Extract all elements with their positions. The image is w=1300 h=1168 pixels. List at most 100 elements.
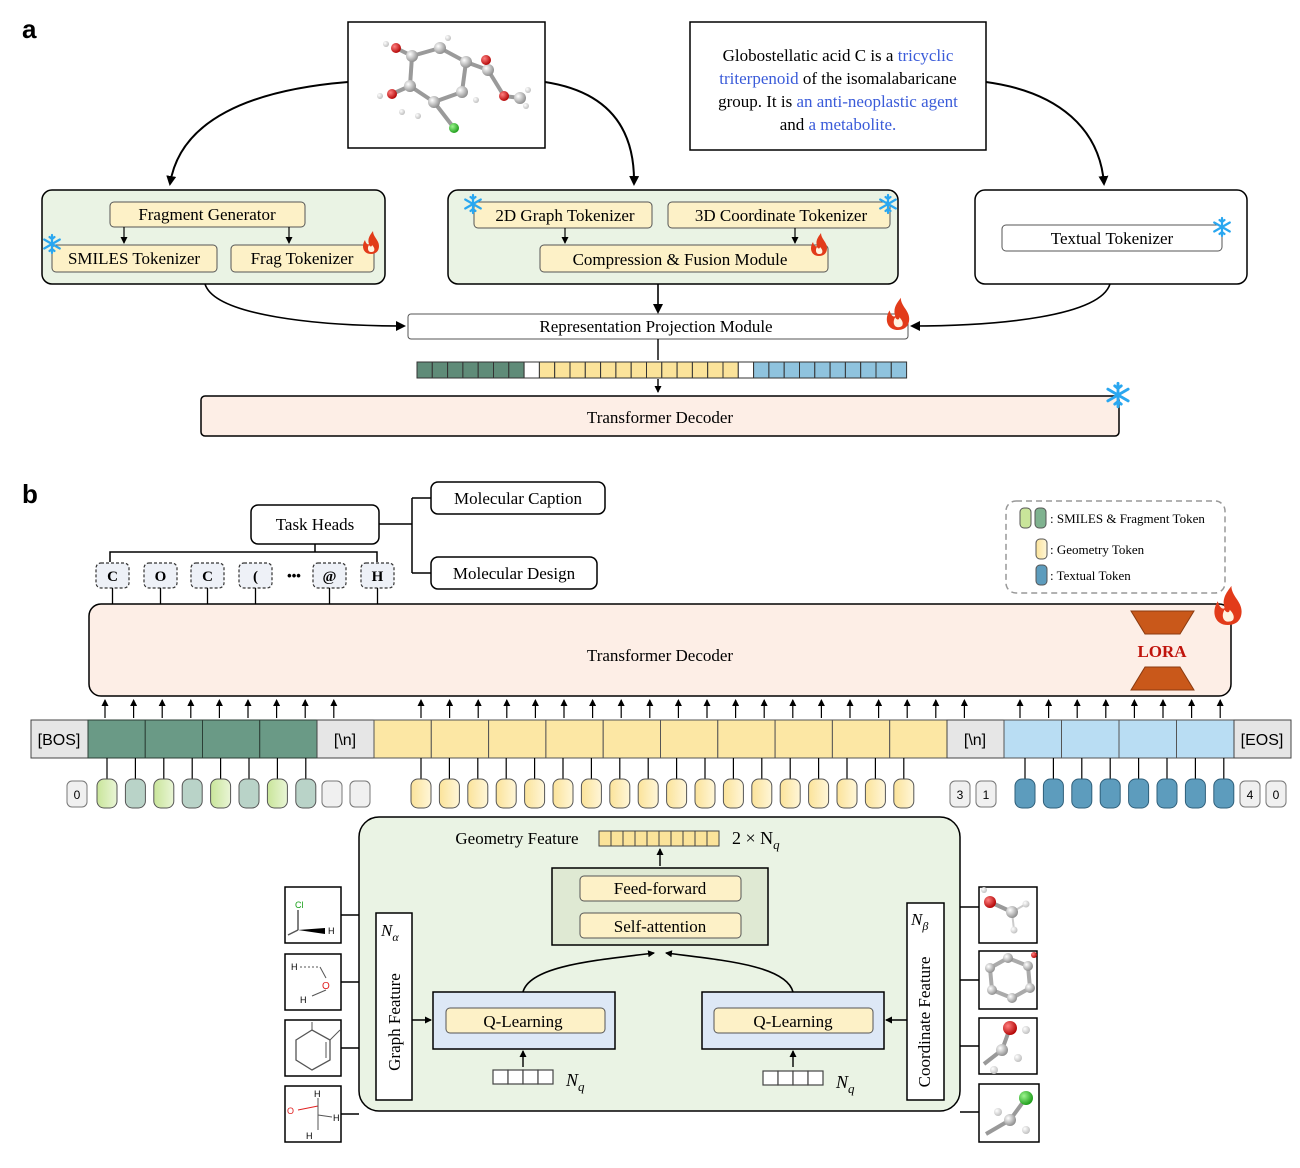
atom-label: H: [328, 926, 335, 936]
geometry-pill: [893, 778, 915, 809]
token-cell: [569, 361, 586, 379]
output-token-text: C: [107, 569, 118, 585]
geometry-feature-cell: [598, 830, 612, 847]
textual-pill: [1156, 778, 1178, 809]
token-cell: [447, 361, 464, 379]
sequence-tokenizer-group: Fragment Generator SMILES Tokenizer Frag…: [41, 189, 386, 285]
textual-pill: [1014, 778, 1036, 809]
legend-textual-label: : Textual Token: [1050, 568, 1131, 583]
frag-token-cell: [259, 719, 318, 759]
input-token-row: [BOS] [\n] [\n] [EOS]: [30, 719, 1292, 759]
query-cell: [762, 1070, 779, 1086]
panel-a-letter: a: [22, 14, 37, 44]
smiles-frag-pill: [210, 778, 232, 809]
token-cell: [538, 361, 556, 379]
coord-thumb-4: [978, 1083, 1040, 1143]
coordinate-feature-label: Coordinate Feature: [915, 957, 934, 1088]
token-cell: [722, 361, 739, 379]
geometry-feature-strip: [598, 830, 720, 847]
projection-module: Representation Projection Module: [407, 297, 910, 340]
atom-label: Cl: [295, 900, 304, 910]
token-strip: [416, 361, 908, 379]
token-cell: [799, 361, 816, 379]
graph-tokenizer-label: 2D Graph Tokenizer: [495, 206, 635, 225]
textual-pill: [1099, 778, 1121, 809]
structure-tokenizer-group: 2D Graph Tokenizer 3D Coordinate Tokeniz…: [447, 189, 899, 285]
geometry-feature-cell: [706, 830, 720, 847]
geometry-module: Geometry Feature 2 × Nq Feed-forward Sel…: [358, 816, 961, 1112]
legend-frag-swatch: [1034, 507, 1047, 529]
token-cell: [737, 361, 755, 379]
geometry-feature-cell: [694, 830, 708, 847]
geometry-pill: [495, 778, 517, 809]
token-cell: [477, 361, 495, 379]
geometry-feature-cell: [610, 830, 624, 847]
panel-b-letter: b: [22, 479, 38, 509]
geometry-pill: [666, 778, 688, 809]
token-cell: [890, 361, 908, 379]
geometry-pill: [864, 778, 886, 809]
frag-token-cell: [144, 719, 203, 759]
token-cell: [431, 361, 449, 379]
lora-adapter: LORA: [1130, 610, 1195, 691]
token-cell: [646, 361, 663, 379]
token-cell: [829, 361, 846, 379]
output-token-text: H: [372, 569, 384, 585]
geometry-token-cell: [774, 719, 833, 759]
index-token: 0: [1273, 788, 1280, 802]
transformer-decoder-a: Transformer Decoder: [200, 381, 1130, 437]
text-description-box: Globostellatic acid C is a tricyclic tri…: [689, 21, 987, 151]
task-heads: Task Heads Molecular Caption Molecular D…: [109, 481, 606, 590]
output-token-text: C: [202, 569, 213, 585]
query-cell: [522, 1069, 539, 1085]
query-cell: [777, 1070, 794, 1086]
trainable-flame-icon: [886, 297, 910, 330]
geometry-pill: [580, 778, 602, 809]
textual-pill: [1184, 778, 1206, 809]
text-token-cell: [1003, 719, 1062, 759]
index-token: 0: [74, 788, 81, 802]
graph-feature-label: Graph Feature: [385, 973, 404, 1071]
feed-forward-label: Feed-forward: [614, 879, 707, 898]
query-cell: [792, 1070, 809, 1086]
legend: : SMILES & Fragment Token : Geometry Tok…: [1005, 500, 1226, 594]
fragment-generator-label: Fragment Generator: [138, 205, 276, 224]
token-cell: [462, 361, 479, 379]
smiles-frag-pill: [295, 778, 317, 809]
molecular-caption-label: Molecular Caption: [454, 489, 582, 508]
output-token-box: [312, 562, 347, 589]
coord-thumb-2: [978, 950, 1038, 1010]
description-line-3: group. It is an anti-neoplastic agent: [718, 92, 958, 111]
atom-label: H: [291, 962, 298, 972]
geometry-pill: [552, 778, 574, 809]
query-cell: [507, 1069, 524, 1085]
smiles-frag-pill: [153, 778, 175, 809]
output-token-box: [95, 562, 130, 589]
geometry-pill: [410, 778, 432, 809]
nq-left-label: Nq: [565, 1070, 585, 1094]
geometry-feature-cell: [646, 830, 660, 847]
graph-thumb-2: H O H: [284, 953, 342, 1011]
newline-token-2: [\n]: [964, 732, 986, 749]
smiles-frag-pill: [124, 778, 146, 809]
geometry-token-cell: [545, 719, 604, 759]
n-beta-label: Nβ: [910, 910, 928, 933]
geometry-feature-cell: [634, 830, 648, 847]
geometry-token-cell: [430, 719, 490, 759]
graph-thumb-1: Cl H: [284, 886, 342, 944]
textual-pill: [1071, 778, 1093, 809]
decoder-input-arrows: [101, 699, 1224, 718]
output-ellipsis: •••: [287, 568, 301, 583]
eos-token: [EOS]: [1241, 732, 1284, 749]
geometry-token-cell: [660, 719, 719, 759]
text-token-cell: [1118, 719, 1177, 759]
geometry-pill: [836, 778, 858, 809]
geometry-token-cell: [488, 719, 547, 759]
token-cell: [523, 361, 540, 379]
molecule-3d-image: [347, 21, 546, 149]
q-learning-right-label: Q-Learning: [753, 1012, 833, 1031]
projection-module-label: Representation Projection Module: [539, 317, 772, 336]
coord-tokenizer-label: 3D Coordinate Tokenizer: [695, 206, 868, 225]
input-arrows: [166, 81, 1109, 186]
token-cell: [860, 361, 877, 379]
